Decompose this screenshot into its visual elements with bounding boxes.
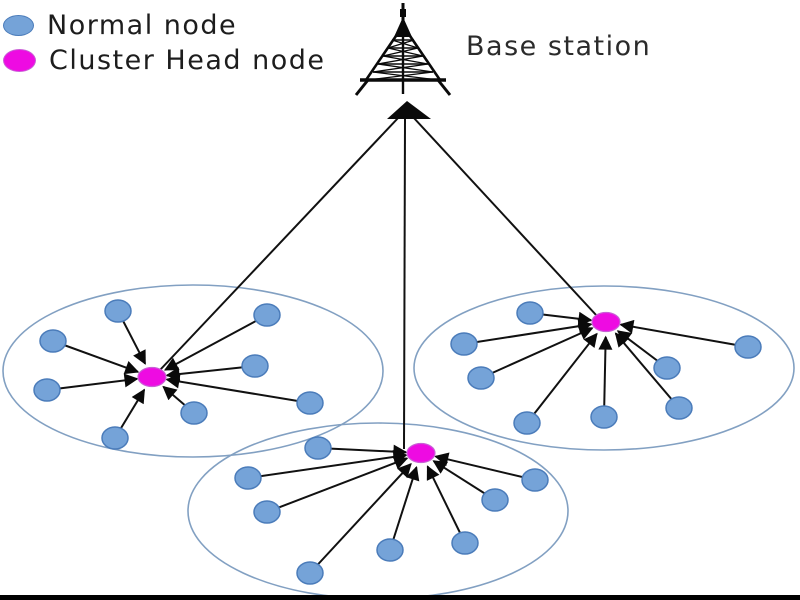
member-to-head-link [619,319,749,348]
member-to-head-link [247,450,408,479]
normal-node [653,356,681,380]
normal-node [253,303,281,327]
member-to-head-link [480,326,594,379]
cluster-boundary-bottom [187,422,569,600]
normal-node [39,329,67,353]
bottom-border-bar [0,595,800,600]
normal-node [376,538,404,562]
legend-item-normal-node: Normal node [3,9,325,41]
cluster-head-node [406,442,436,464]
normal-node-swatch-icon [3,14,34,36]
member-to-head-link [266,456,409,513]
head-to-base-station-link [403,118,406,450]
normal-node [296,391,324,415]
member-to-head-link [309,462,412,574]
normal-node [296,561,324,585]
member-to-head-link [46,373,139,391]
normal-node [665,396,693,420]
cluster-head-node-swatch-icon [3,48,36,72]
cluster-head-node [591,311,621,333]
normal-node [234,466,262,490]
member-to-head-link [463,319,593,345]
legend-item-cluster-head-node: Cluster Head node [3,44,326,76]
base-station-label: Base station [466,31,652,62]
normal-node [521,468,549,492]
normal-node [180,401,208,425]
normal-node [241,354,269,378]
base-station-tower-icon [354,3,452,96]
member-to-head-link [526,332,598,424]
legend: Normal node Cluster Head node [3,10,325,80]
normal-node [253,500,281,524]
member-to-head-link [426,465,466,544]
normal-node [513,411,541,435]
head-to-base-station-link [412,116,598,317]
normal-node [481,488,509,512]
normal-node [590,405,618,429]
normal-node [451,531,479,555]
normal-node [450,332,478,356]
legend-label-cluster-head-node: Cluster Head node [49,44,326,76]
member-to-head-link [165,365,256,382]
cluster-boundary-right [413,285,795,451]
normal-node [734,335,762,359]
legend-label-normal-node: Normal node [47,9,238,41]
member-to-head-link [614,332,680,409]
member-to-head-link [434,452,536,481]
member-to-head-link [165,374,311,404]
uplink-arrowhead [387,101,431,119]
member-to-head-link [598,335,613,418]
cluster-boundary-left [2,284,384,458]
member-to-head-link [317,444,408,459]
member-to-head-link [163,314,268,371]
normal-node [467,366,495,390]
normal-node [104,299,132,323]
normal-node [304,436,332,460]
head-to-base-station-link [159,116,400,371]
normal-node [101,426,129,450]
normal-node [33,378,61,402]
member-to-head-link [52,340,140,375]
normal-node [516,301,544,325]
member-to-head-link [389,465,420,551]
cluster-head-node [137,366,167,388]
